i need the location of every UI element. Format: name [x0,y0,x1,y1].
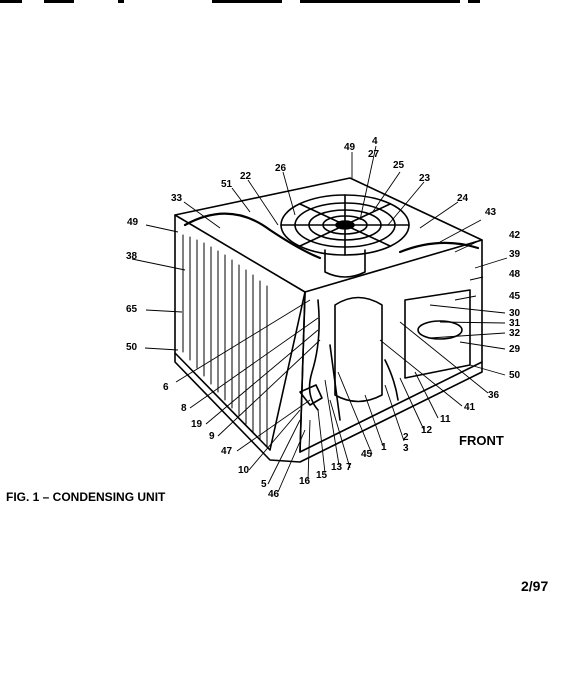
refrigerant-tubing [308,299,399,421]
callout-33: 33 [171,193,183,204]
callout-29: 29 [509,344,521,355]
coil-fins [182,234,268,448]
callout-31: 31 [509,318,521,329]
callout-43: 43 [485,207,497,218]
date-code: 2/97 [521,578,549,594]
cabinet-base [174,352,483,463]
callout-41: 41 [464,402,476,413]
callout-2: 2 [403,432,409,443]
callout-23: 23 [419,173,431,184]
callout-25: 25 [393,160,405,171]
callout-46: 46 [268,489,280,500]
callout-6-left: 6 [163,382,169,393]
callout-50-left: 50 [126,342,138,353]
callout-22: 22 [240,171,252,182]
callout-11: 11 [440,414,451,425]
figure-caption: FIG. 1 – CONDENSING UNIT [6,490,166,504]
callout-50-right: 50 [509,370,521,381]
callout-42: 42 [509,230,521,241]
callout-19: 19 [191,419,203,430]
callout-65: 65 [126,304,138,315]
callout-16: 16 [299,476,311,487]
cabinet-top [174,177,483,293]
callout-24: 24 [457,193,469,204]
callout-51: 51 [221,179,233,190]
fan-motor [324,249,366,278]
callout-38: 38 [126,251,138,262]
callout-5: 5 [261,479,267,490]
callout-8: 8 [181,403,187,414]
callout-49-top: 49 [344,142,356,153]
cabinet-right-face [299,239,483,453]
callout-48: 48 [509,269,521,280]
callout-45-right: 45 [509,291,521,302]
callout-47: 47 [221,446,233,457]
front-label: FRONT [459,433,504,448]
callout-45-bottom: 45 [361,449,373,460]
callout-10: 10 [238,465,250,476]
compressor [334,296,383,403]
callout-7: 7 [346,462,352,473]
callout-3: 3 [403,443,409,454]
callout-49-left: 49 [127,217,139,228]
callout-4: 4 [372,136,378,147]
callout-30: 30 [509,308,521,319]
callout-12: 12 [421,425,433,436]
callout-13: 13 [331,462,343,473]
callout-9: 9 [209,431,215,442]
scan-header-line [0,0,576,4]
callout-36: 36 [488,390,500,401]
callout-26: 26 [275,163,287,174]
callout-15: 15 [316,470,328,481]
callout-32: 32 [509,328,521,339]
callout-27: 27 [368,149,380,160]
callout-39: 39 [509,249,521,260]
callout-1: 1 [381,442,387,453]
